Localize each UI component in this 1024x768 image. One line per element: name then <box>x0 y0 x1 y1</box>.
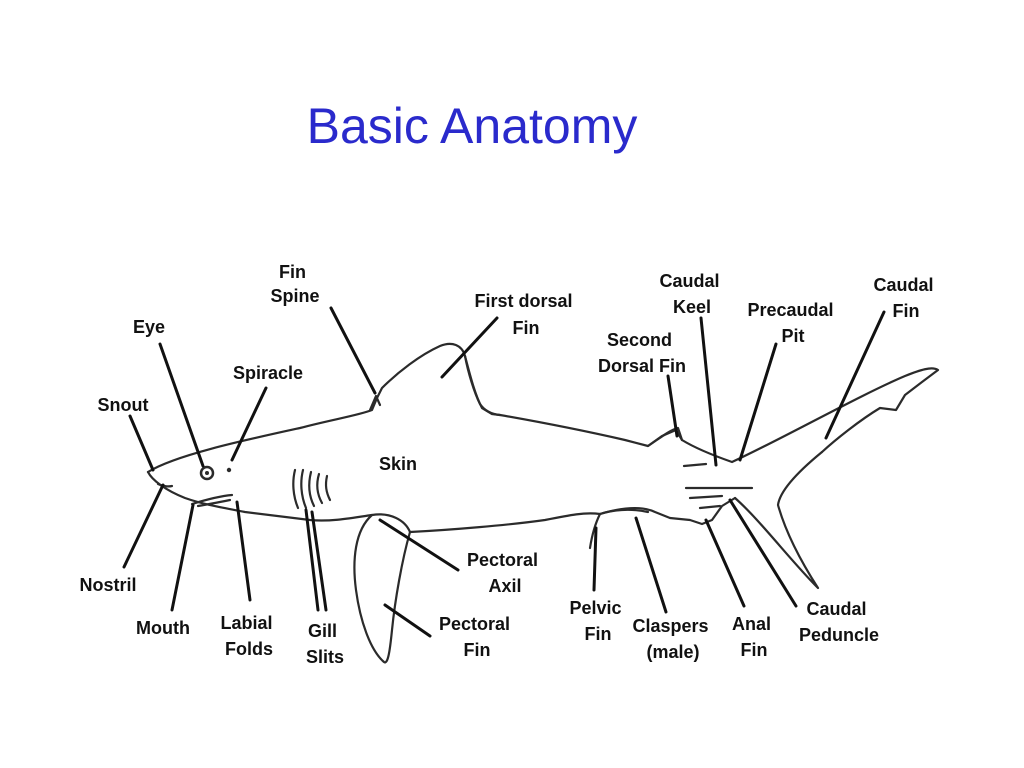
shark-outline <box>146 342 940 664</box>
leader-nostril <box>122 483 165 569</box>
label-precaudal-pit: Precaudal Pit <box>747 300 838 346</box>
labels: Fin Spine Eye Spiracle Snout First dorsa… <box>79 262 938 667</box>
label-skin: Skin <box>379 454 417 474</box>
label-claspers: Claspers (male) <box>632 616 713 662</box>
label-second-dorsal-fin: Second Dorsal Fin <box>598 330 686 376</box>
leader-gill-slits <box>304 508 320 612</box>
pelvic-fin-outline <box>588 508 650 550</box>
leader-caudal-keel <box>699 316 718 467</box>
belly-outline <box>408 496 737 534</box>
leader-caudal-fin <box>824 310 886 440</box>
eye-shape <box>199 465 215 481</box>
peduncle-marks <box>682 462 754 510</box>
label-first-dorsal-fin: First dorsal Fin <box>474 291 577 338</box>
shark-ventral-outline <box>146 470 374 522</box>
label-nostril: Nostril <box>79 575 136 595</box>
first-dorsal-fin-outline <box>463 354 502 417</box>
leader-claspers <box>634 516 668 614</box>
leader-pectoral-fin <box>383 603 432 638</box>
shark-lower-caudal-outline <box>733 450 824 590</box>
leader-mouth <box>170 503 195 612</box>
leader-caudal-peduncle <box>728 498 798 608</box>
label-eye: Eye <box>133 317 165 337</box>
leader-first-dorsal <box>440 316 499 379</box>
label-pectoral-axil: Pectoral Axil <box>467 550 543 596</box>
label-fin-spine: Fin Spine <box>270 262 319 306</box>
leader-fin-spine <box>329 306 377 395</box>
label-pectoral-fin: Pectoral Fin <box>439 614 515 660</box>
label-labial-folds: Labial Folds <box>220 613 277 659</box>
leader-pectoral-axil <box>378 518 460 572</box>
leader-second-dorsal <box>666 374 679 438</box>
label-mouth: Mouth <box>136 618 190 638</box>
label-caudal-keel: Caudal Keel <box>659 271 724 317</box>
leader-anal-fin <box>704 518 746 608</box>
leader-spiracle <box>230 386 268 462</box>
leader-lines <box>122 306 886 638</box>
leader-eye <box>158 342 205 468</box>
label-snout: Snout <box>98 395 149 415</box>
label-caudal-fin: Caudal Fin <box>873 275 938 321</box>
label-caudal-peduncle: Caudal Peduncle <box>799 599 879 645</box>
pectoral-fin-outline <box>353 513 412 664</box>
leader-precaudal-pit <box>738 342 778 462</box>
slide-title: Basic Anatomy <box>306 98 638 154</box>
label-anal-fin: Anal Fin <box>732 614 776 660</box>
label-gill-slits: Gill Slits <box>306 621 344 667</box>
leader-snout <box>128 414 155 472</box>
leader-labial-folds <box>235 500 252 602</box>
leader-gill-slits-2 <box>310 510 328 612</box>
eye-pupil <box>205 471 209 475</box>
nostril-mark <box>156 482 174 488</box>
shark-dorsal-outline <box>146 342 940 474</box>
spiracle-dot <box>226 467 232 473</box>
fin-spine-mark <box>368 394 382 412</box>
label-pelvic-fin: Pelvic Fin <box>569 598 626 644</box>
second-dorsal-fin-outline <box>646 426 684 448</box>
label-spiracle: Spiracle <box>233 363 303 383</box>
mouth-line <box>190 493 234 508</box>
leader-pelvic-fin <box>592 526 598 592</box>
gill-slits-shape <box>292 468 332 510</box>
